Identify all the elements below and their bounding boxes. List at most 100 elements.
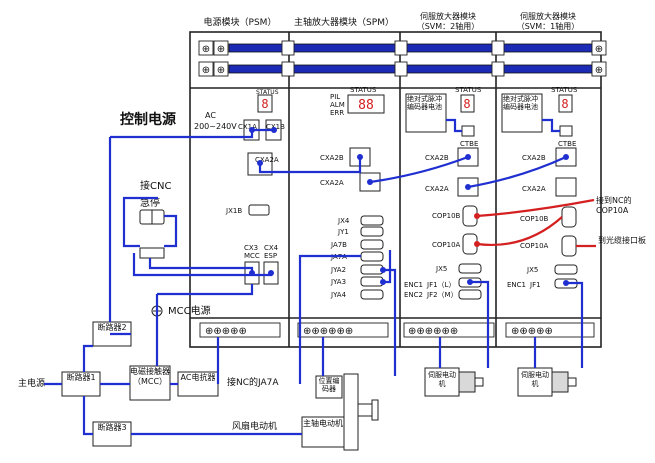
- ac-reactor-label: AC电抗器: [180, 373, 216, 382]
- svm2-jx5-connector[interactable]: [458, 263, 482, 274]
- svm1-cxa2a-connector[interactable]: [555, 177, 577, 197]
- svm1-cop10a-connector[interactable]: [561, 235, 577, 257]
- wire-jya2-encoder: [383, 268, 397, 376]
- svm1-ctbe-connector[interactable]: [559, 125, 573, 137]
- spm-led-digits: 88: [358, 98, 374, 113]
- ja7a-connector[interactable]: [360, 251, 384, 262]
- contactor-label-wrap: 电磁接触器（MCC）: [130, 367, 170, 386]
- svm1-cop10a-label: COP10A: [520, 242, 549, 250]
- svm1-status-label: STATUS: [551, 86, 578, 94]
- to-fiber-port-label: 到光缆接口板: [598, 236, 646, 245]
- estop-button-icon[interactable]: [139, 209, 165, 259]
- svg-text:⊕⊕⊕⊕⊕: ⊕⊕⊕⊕⊕: [205, 326, 247, 337]
- spm-cxa2b-label: CXA2B: [320, 154, 344, 162]
- contactor-box[interactable]: [129, 365, 171, 401]
- spm-status-display: [347, 94, 385, 114]
- pos-encoder-label-wrap: 位置编码器: [319, 377, 340, 393]
- breaker3-label: 断路器3: [97, 423, 127, 432]
- wire-psm-spm-cxa: [258, 157, 362, 174]
- svm2-terminal-block: ⊕⊕⊕⊕⊕⊕: [403, 322, 495, 338]
- svm1-jf1-label: JF1: [529, 281, 541, 289]
- jya4-label: JYA4: [330, 291, 347, 299]
- svg-text:⊕⊕⊕⊕⊕: ⊕⊕⊕⊕⊕: [511, 326, 553, 337]
- psm-status-label: STATUS: [256, 89, 279, 96]
- breaker1-box[interactable]: [61, 371, 101, 397]
- wire-svm2-battery: [446, 118, 462, 133]
- svm1-cxa2b-label: CXA2B: [522, 154, 546, 162]
- spm-cxa2a-label: CXA2A: [320, 179, 344, 187]
- jy1-connector[interactable]: [360, 226, 384, 237]
- svm1-cop10b-connector[interactable]: [561, 206, 577, 228]
- svm2-jf2-label: JF2（M）: [426, 291, 458, 299]
- svm2-enc1-label: ENC1: [404, 281, 423, 289]
- svm2-battery-label-wrap: 绝对式脉冲编码器电池: [407, 95, 442, 111]
- servo-motor-2-label: 伺服电动机: [521, 371, 549, 388]
- svm2-jf2-connector[interactable]: [458, 289, 482, 300]
- svm2-cop10b-label: COP10B: [432, 212, 461, 220]
- spm-connector-column: JX4 JY1 JA7B JA7A JYA2 JYA3 JYA4: [330, 215, 384, 300]
- jya2-connector[interactable]: [360, 264, 384, 275]
- jy1-label: JY1: [337, 228, 349, 236]
- servo-motor-2-icon[interactable]: [517, 367, 577, 397]
- mcc-power-label: MCC电源: [168, 304, 211, 317]
- svm2-ctbe-connector[interactable]: [461, 125, 475, 137]
- wire-to-cnc: [122, 196, 158, 216]
- svm1-title: 伺服放大器模块: [520, 11, 576, 21]
- servo-motor-1-label: 伺服电动机: [428, 371, 456, 388]
- fiber-svm2-cop10a-svm1: [476, 216, 563, 246]
- svm1-enc1-label: ENC1: [507, 281, 526, 289]
- psm-terminal-block: ⊕⊕⊕⊕⊕: [199, 322, 281, 338]
- fiber-svm2-cop10b-nc: [476, 198, 595, 218]
- breaker1-label: 断路器1: [66, 373, 96, 382]
- ac-reactor-label-wrap: AC电抗器: [180, 373, 216, 382]
- svm2-battery-box: [405, 93, 447, 133]
- svm2-title: 伺服放大器模块: [420, 11, 476, 21]
- wire-ja7a: [298, 254, 361, 384]
- spm-alm: ALM: [330, 101, 345, 109]
- svg-text:⊕⊕⊕⊕⊕⊕: ⊕⊕⊕⊕⊕⊕: [408, 326, 458, 337]
- to-nc-cop10a-label: 接到NC的COP10A: [596, 196, 632, 215]
- svm1-status-led: [558, 94, 573, 113]
- wire-b1-b3: [82, 396, 93, 436]
- svg-text:⊕: ⊕: [217, 44, 225, 55]
- svg-text:⊕⊕⊕⊕⊕⊕: ⊕⊕⊕⊕⊕⊕: [303, 326, 353, 337]
- svm1-cxa2a-label: CXA2A: [522, 185, 546, 193]
- jya2-label: JYA2: [330, 266, 346, 274]
- psm-title: 电源模块（PSM）: [204, 16, 277, 28]
- svm2-ctbe-label: CTBE: [460, 140, 478, 148]
- servo-motor-2-label-wrap: 伺服电动机: [521, 371, 549, 388]
- servo-motor-1-icon[interactable]: [424, 367, 484, 397]
- breaker3-box[interactable]: [92, 421, 132, 447]
- jya4-connector[interactable]: [360, 289, 384, 300]
- red-fiber-wiring: [474, 198, 596, 248]
- jx1b-connector[interactable]: [248, 204, 270, 216]
- svm1-cop10b-label: COP10B: [520, 215, 549, 223]
- svm1-battery-box: [501, 93, 543, 133]
- jx4-connector[interactable]: [360, 215, 384, 226]
- main-power-label: 主电源: [18, 377, 45, 389]
- svg-text:⊕: ⊕: [595, 44, 603, 55]
- spindle-motor-box[interactable]: [301, 416, 345, 448]
- wire-svm2-jf1: [470, 280, 490, 368]
- svm2-status-led: [460, 94, 475, 113]
- svm2-cxa2b-label: CXA2B: [425, 154, 449, 162]
- spindle-body-icon: [343, 373, 359, 451]
- ja7b-connector[interactable]: [360, 239, 384, 250]
- spindle-motor-label: 主轴电动机: [303, 419, 343, 428]
- pos-encoder-box[interactable]: [315, 375, 343, 399]
- dc-link-busbar-bottom: ⊕ ⊕ ⊕: [198, 61, 607, 77]
- svm2-subtitle: （SVM：2轴用）: [417, 21, 480, 31]
- estop-label: 急停: [140, 196, 160, 209]
- ja7b-label: JA7B: [330, 241, 347, 249]
- spm-status-label: STATUS: [350, 86, 377, 94]
- svm1-jx5-connector[interactable]: [554, 264, 578, 275]
- fan-motor-label: 风扇电动机: [232, 420, 277, 432]
- jya3-label: JYA3: [330, 278, 346, 286]
- mcc-label: MCC: [244, 252, 260, 260]
- cx1b-label: CX1B: [266, 123, 285, 131]
- wire-estop-left: [122, 216, 140, 248]
- jya3-connector[interactable]: [360, 276, 384, 287]
- spindle-motor-label-wrap: 主轴电动机: [303, 419, 343, 428]
- svm1-battery-label: 绝对式脉冲编码器电池: [503, 95, 538, 111]
